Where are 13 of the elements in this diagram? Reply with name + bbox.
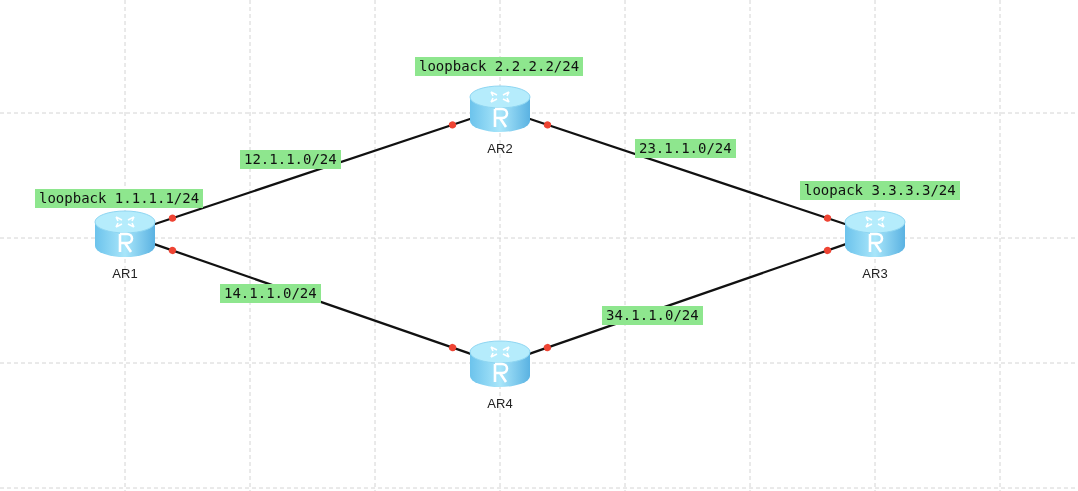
link-line [153,117,472,226]
router-name: AR1 [112,266,138,281]
router-name: AR4 [487,396,513,411]
subnet-label: 12.1.1.0/24 [240,150,341,169]
link-line [528,117,847,226]
subnet-label: 23.1.1.0/24 [635,139,736,158]
loopback-label: loopback 1.1.1.1/24 [35,189,204,208]
loopback-label: loopback 2.2.2.2/24 [415,57,584,76]
subnet-label: 14.1.1.0/24 [220,284,321,303]
subnet-label: 34.1.1.0/24 [602,306,703,325]
router-name: AR2 [487,141,513,156]
router-name: AR3 [862,266,888,281]
loopback-label: loopack 3.3.3.3/24 [800,181,960,200]
